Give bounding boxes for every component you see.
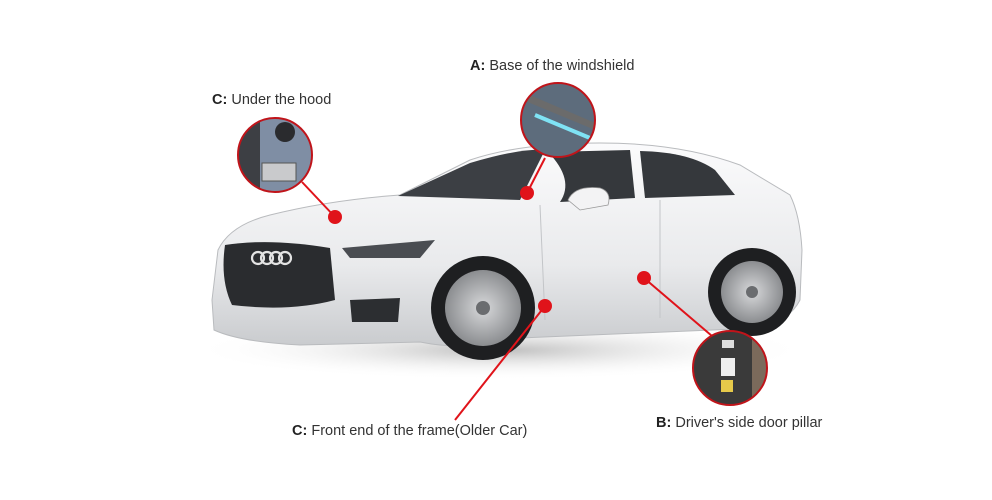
rear-wheel [708, 248, 796, 336]
callout-text: Driver's side door pillar [675, 415, 823, 431]
windshield [398, 149, 545, 200]
front-wheel [431, 256, 535, 360]
callout-key: B: [656, 415, 672, 431]
callout-text: Under the hood [231, 92, 332, 108]
callout-key: C: [292, 423, 308, 439]
label-base-of-windshield: A: Base of the windshield [470, 58, 634, 74]
label-front-end-of-frame: C: Front end of the frame(Older Car) [292, 423, 527, 439]
photo-door-pillar [692, 330, 768, 406]
headlight [342, 240, 435, 258]
label-door-pillar: B: Driver's side door pillar [656, 415, 822, 431]
dot-windshield [520, 186, 534, 200]
callout-text: Front end of the frame(Older Car) [311, 423, 528, 439]
dot-door-pillar [637, 271, 651, 285]
front-window [548, 150, 635, 202]
callout-dots [328, 186, 651, 313]
rear-window [640, 151, 735, 198]
side-mirror [567, 187, 610, 211]
dot-frame [538, 299, 552, 313]
air-intake [350, 298, 400, 322]
label-under-the-hood: C: Under the hood [212, 92, 331, 108]
audi-rings-logo [250, 250, 293, 266]
callout-key: A: [470, 58, 486, 74]
callout-key: C: [212, 92, 228, 108]
photo-windshield [520, 82, 596, 158]
photo-under-hood [237, 117, 313, 193]
dot-under-hood [328, 210, 342, 224]
callout-text: Base of the windshield [489, 58, 635, 74]
